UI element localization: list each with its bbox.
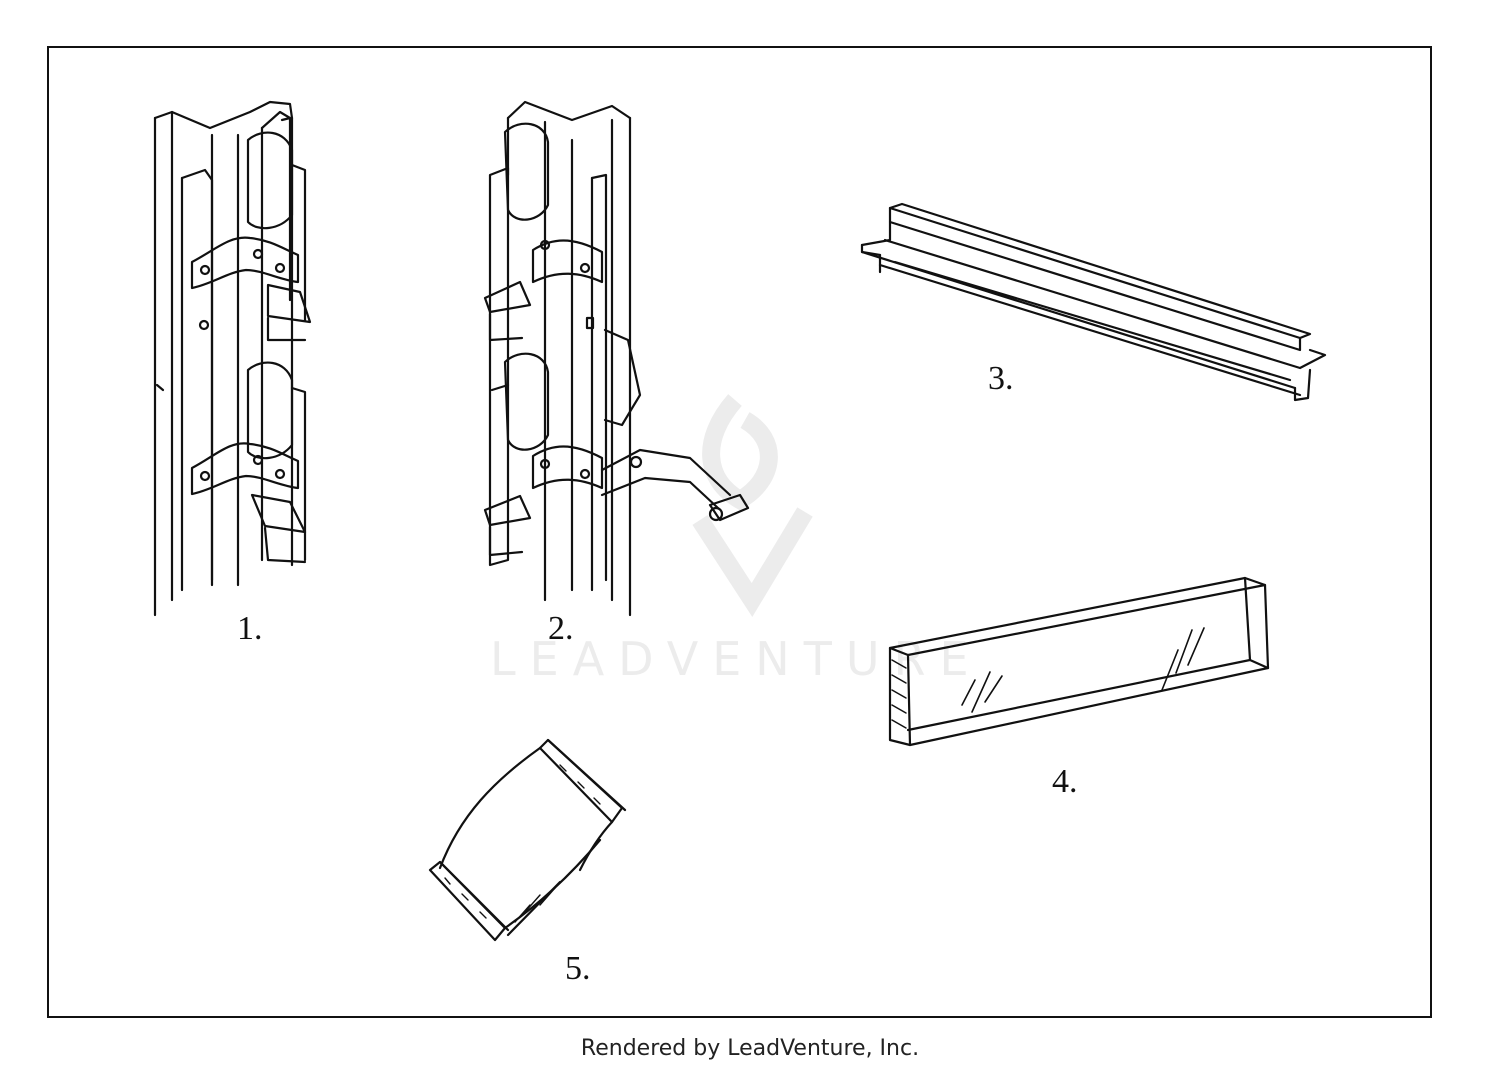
part-5-seal-bag <box>428 738 627 942</box>
part-1-louver-frame <box>153 100 312 617</box>
part-label-1: 1. <box>237 610 263 647</box>
part-label-3: 3. <box>988 360 1014 397</box>
part-2-louver-frame-with-crank <box>483 100 750 617</box>
part-label-2: 2. <box>548 610 574 647</box>
part-label-4: 4. <box>1052 763 1078 800</box>
part-3-channel-rail <box>860 202 1327 402</box>
watermark-text: LEADVENTURE <box>490 632 983 686</box>
part-4-glass-pane <box>888 576 1270 747</box>
part-label-5: 5. <box>565 950 591 987</box>
diagram-frame <box>47 46 1432 1018</box>
footer-credit: Rendered by LeadVenture, Inc. <box>580 1036 920 1061</box>
